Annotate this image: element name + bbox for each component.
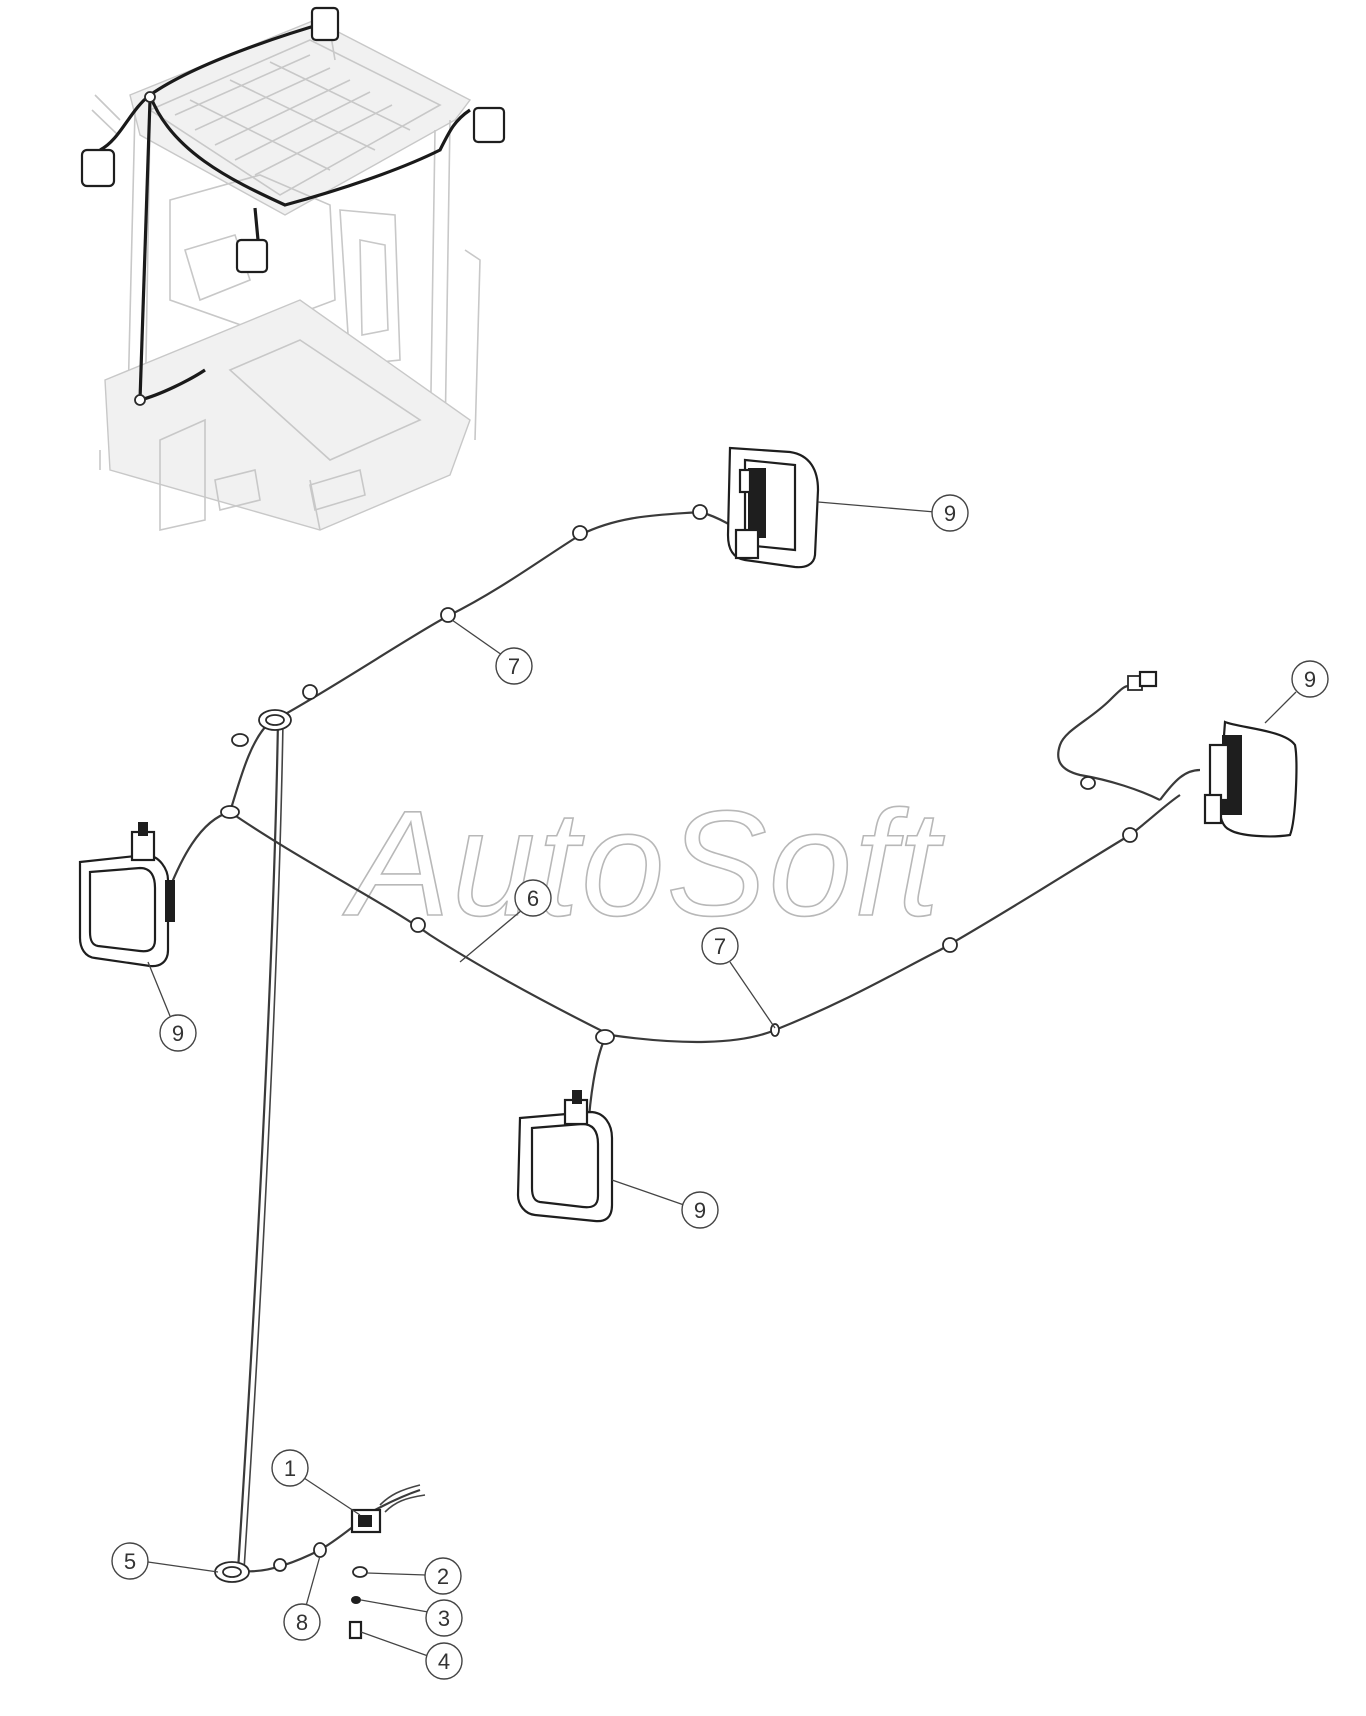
- callout-label-8: 8: [296, 1610, 308, 1635]
- callout-bubble-4: [425, 1642, 463, 1680]
- callout-bubble-7: [701, 927, 739, 965]
- callout-bubble-9: [1291, 660, 1329, 698]
- callout-bubble-6: [514, 879, 552, 917]
- callout-label-5: 5: [124, 1549, 136, 1574]
- callouts: 9 7 9 6 7 9 9 1 5 8: [111, 494, 1329, 1680]
- watermark-logo: AutoSoft: [342, 779, 945, 947]
- callout-label-2: 2: [437, 1564, 449, 1589]
- callout-bubble-9: [681, 1191, 719, 1229]
- callout-label-9: 9: [172, 1021, 184, 1046]
- work-lamp-front-left: [78, 822, 175, 968]
- callout-bubble-5: [111, 1542, 149, 1580]
- callout-label-7: 7: [508, 654, 520, 679]
- floor-connection-group: [214, 1484, 426, 1640]
- cab-overview: [80, 6, 506, 531]
- work-lamp-rear-right: [1203, 720, 1298, 838]
- callout-bubble-8: [283, 1603, 321, 1641]
- callout-label-9: 9: [694, 1198, 706, 1223]
- callout-bubble-7: [495, 647, 533, 685]
- callout-label-4: 4: [438, 1649, 450, 1674]
- work-lamp-front-bottom: [516, 1090, 614, 1223]
- callout-label-9: 9: [1304, 667, 1316, 692]
- callout-bubble-3: [425, 1599, 463, 1637]
- callout-bubble-1: [271, 1449, 309, 1487]
- callout-label-1: 1: [284, 1456, 296, 1481]
- callout-label-9: 9: [944, 501, 956, 526]
- main-harness: [163, 504, 1201, 1571]
- callout-label-7: 7: [714, 934, 726, 959]
- callout-bubble-9: [931, 494, 969, 532]
- callout-bubble-9: [159, 1014, 197, 1052]
- work-lamp-rear-top: [726, 446, 820, 569]
- callout-label-6: 6: [527, 886, 539, 911]
- callout-label-3: 3: [438, 1606, 450, 1631]
- callout-bubble-2: [424, 1557, 462, 1595]
